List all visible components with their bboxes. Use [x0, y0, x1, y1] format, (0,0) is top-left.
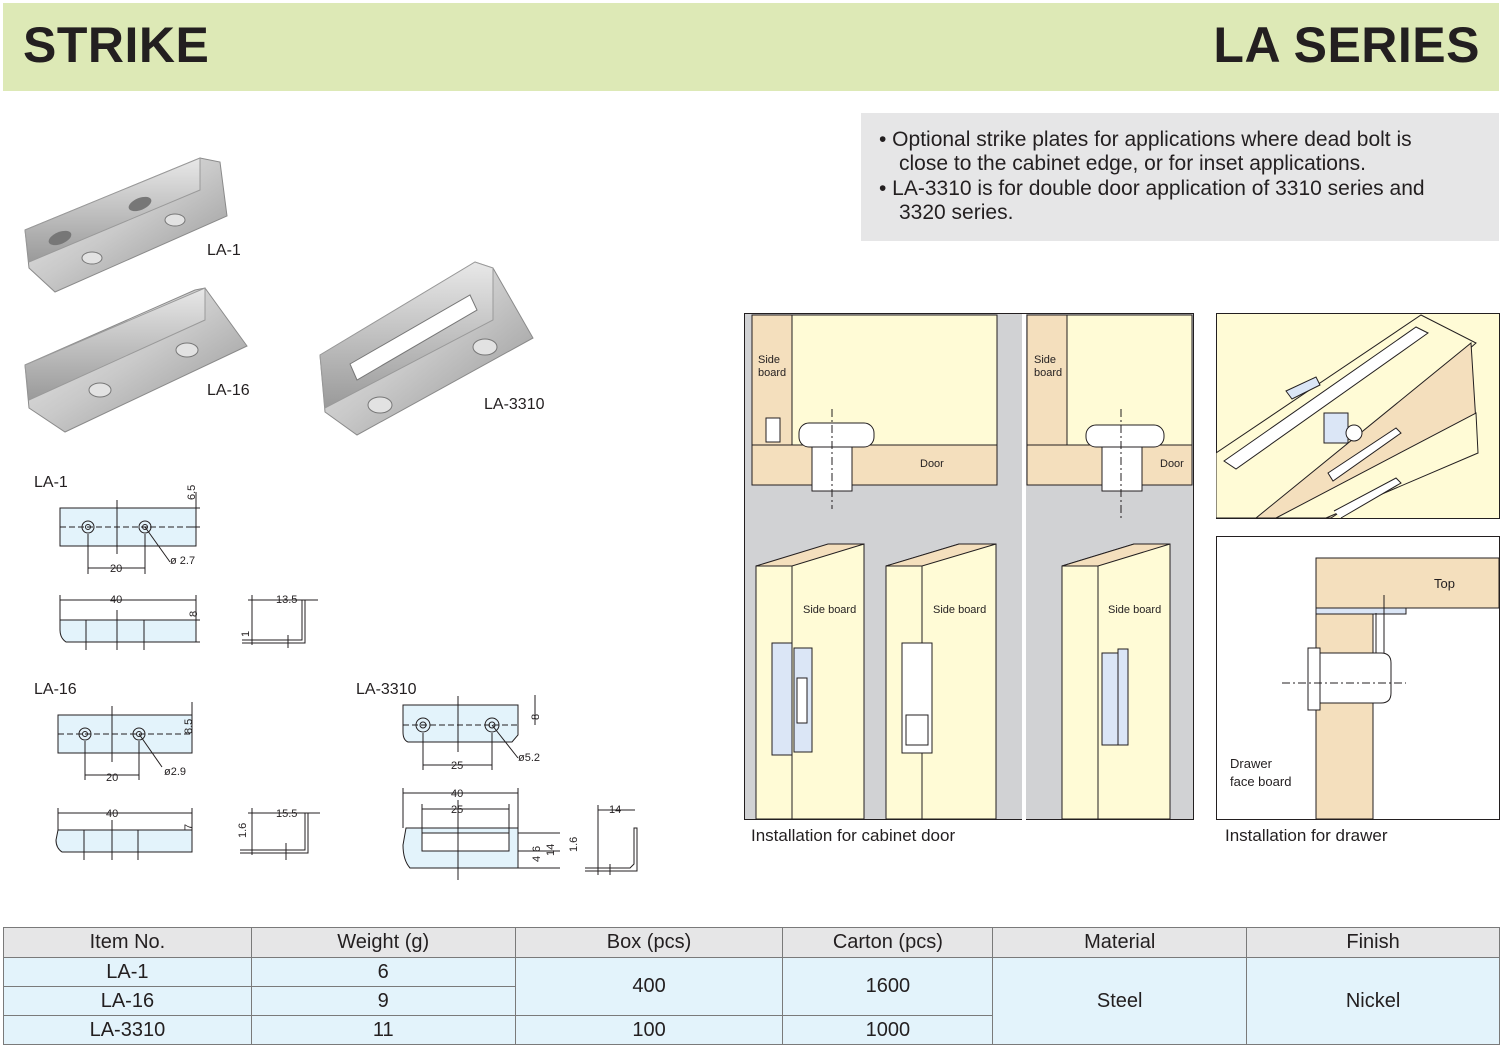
- dim-la1-height: 6.5: [186, 484, 198, 500]
- info-box: • Optional strike plates for application…: [861, 113, 1499, 241]
- photo-label-la1: LA-1: [207, 242, 241, 259]
- th-item-no: Item No.: [3, 927, 252, 958]
- label-side-board-4: Side board: [933, 604, 987, 616]
- table-row: LA-3310 11 100 1000: [3, 1015, 1500, 1045]
- dim-la3310-h1: 4: [531, 855, 543, 862]
- label-door-2: Door: [1160, 458, 1184, 470]
- th-carton: Carton (pcs): [782, 927, 994, 958]
- label-side-board-2b: board: [1034, 367, 1063, 379]
- label-side-board-5: Side board: [1108, 604, 1162, 616]
- th-material: Material: [992, 927, 1248, 958]
- table-header-row: Item No. Weight (g) Box (pcs) Carton (pc…: [3, 927, 1500, 958]
- table-row: LA-1 6 400 1600 Steel Nickel: [3, 957, 1500, 1045]
- dim-la16-length: 40: [106, 808, 119, 820]
- cell-weight: 9: [250, 986, 516, 1016]
- photo-label-la3310: LA-3310: [484, 396, 545, 413]
- cell-item: LA-1: [3, 957, 252, 987]
- drawing-la16-end: [240, 808, 320, 860]
- dim-la3310-pitch: 25: [451, 760, 464, 772]
- info-bullet-1-line-1: • Optional strike plates for application…: [879, 128, 1412, 151]
- drawing-la3310-side: [402, 788, 560, 880]
- label-side-board-3: Side board: [803, 604, 857, 616]
- cell-box-group: 400: [514, 957, 784, 1016]
- cell-carton-3310: 1000: [782, 1015, 994, 1045]
- drawer-installation: [1216, 313, 1500, 820]
- cell-material: Steel: [992, 957, 1248, 1045]
- photo-label-la16: LA-16: [207, 382, 250, 399]
- photo-la3310-plate: [319, 261, 534, 436]
- info-bullet-2-line-2: 3320 series.: [899, 201, 1014, 224]
- dim-la16-hole: ø2.9: [164, 766, 187, 778]
- cell-weight: 6: [250, 957, 516, 987]
- drawing-la1-top: [59, 492, 200, 574]
- dim-la1-thickness: 1: [240, 630, 252, 637]
- label-top: Top: [1434, 576, 1455, 591]
- series-title: LA SERIES: [1213, 17, 1480, 73]
- dim-la1-width: 8: [188, 610, 200, 617]
- th-weight: Weight (g): [250, 927, 516, 958]
- dim-la16-width: 7: [183, 823, 195, 830]
- drawing-la3310-end: [585, 805, 638, 875]
- dim-la1-length: 40: [110, 594, 123, 606]
- th-box: Box (pcs): [514, 927, 784, 958]
- technical-drawings: [55, 492, 638, 880]
- dim-la1-hole: ø 2.7: [170, 555, 196, 567]
- dim-la3310-length: 40: [451, 788, 464, 800]
- dim-la16-thickness: 1.6: [237, 822, 249, 838]
- cell-item: LA-16: [3, 986, 252, 1016]
- dim-la16-side: 15.5: [276, 808, 298, 820]
- table-row: LA-16 9: [3, 986, 1500, 1016]
- drawing-title-la3310: LA-3310: [356, 681, 417, 698]
- label-drawer-face-1: Drawer: [1230, 756, 1272, 771]
- cell-item: LA-3310: [3, 1015, 252, 1045]
- label-side-board-1a: Side: [758, 354, 781, 366]
- drawing-la1-side: [59, 595, 200, 650]
- cabinet-door-installation: [744, 313, 1194, 820]
- label-drawer-face-2: face board: [1230, 774, 1292, 789]
- dim-la3310-side: 14: [609, 804, 622, 816]
- product-photos: [24, 157, 534, 436]
- label-side-board-1b: board: [758, 367, 787, 379]
- dim-la3310-thickness: 1.6: [568, 836, 580, 852]
- drawing-title-la1: LA-1: [34, 474, 68, 491]
- cell-box-3310: 100: [514, 1015, 784, 1045]
- page-title: STRIKE: [23, 17, 210, 73]
- dim-la1-side: 13.5: [276, 594, 298, 606]
- caption-drawer: Installation for drawer: [1225, 826, 1388, 845]
- dim-la16-pitch: 20: [106, 772, 119, 784]
- th-finish: Finish: [1246, 927, 1500, 958]
- cell-finish: Nickel: [1246, 957, 1500, 1045]
- photo-la16-plate: [24, 287, 248, 433]
- dim-la16-height: 8.5: [183, 718, 195, 734]
- cell-weight: 11: [250, 1015, 516, 1045]
- photo-la1-plate: [24, 157, 228, 293]
- drawing-la3310-top: [402, 695, 536, 770]
- dim-la3310-height: 8: [530, 713, 542, 720]
- drawing-la16-top: [57, 702, 193, 780]
- info-bullet-1-line-2: close to the cabinet edge, or for inset …: [899, 152, 1366, 175]
- dim-la3310-hole: ø5.2: [518, 752, 541, 764]
- spec-table: Item No. Weight (g) Box (pcs) Carton (pc…: [3, 927, 1500, 1045]
- drawing-la1-end: [242, 595, 318, 648]
- caption-cabinet-door: Installation for cabinet door: [751, 826, 956, 845]
- dim-la3310-h2: 6: [531, 845, 543, 852]
- label-side-board-2a: Side: [1034, 354, 1057, 366]
- info-bullet-2-line-1: • LA-3310 is for double door application…: [879, 177, 1425, 200]
- dim-la3310-slot: 25: [451, 804, 464, 816]
- dim-la3310-h3: 14: [545, 843, 557, 856]
- drawing-la16-side: [55, 808, 193, 860]
- cell-carton-group: 1600: [782, 957, 994, 1016]
- drawing-title-la16: LA-16: [34, 681, 77, 698]
- label-door-1: Door: [920, 458, 944, 470]
- header-banner: [3, 3, 1499, 91]
- dim-la1-pitch: 20: [110, 563, 123, 575]
